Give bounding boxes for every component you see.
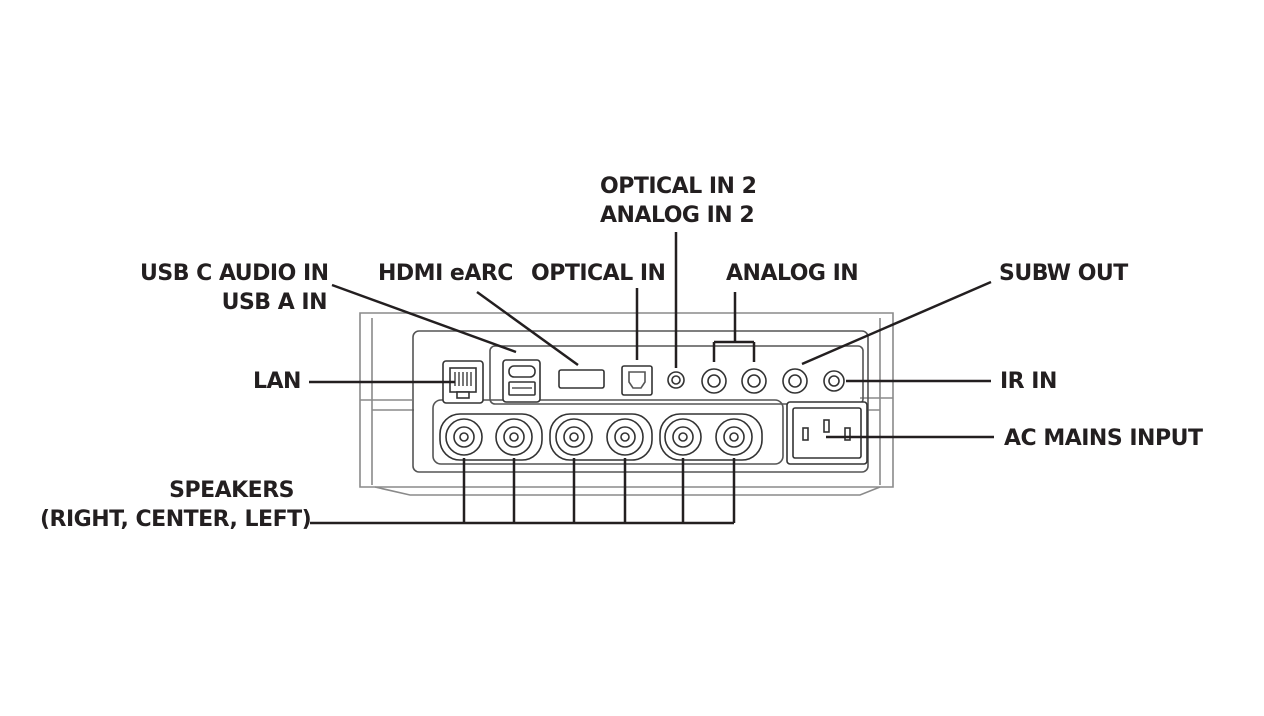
label-ac-mains-input: AC MAINS INPUT (1004, 426, 1203, 451)
label-optical-in: OPTICAL IN (531, 261, 666, 286)
optical-analog-in-2-jack (667, 371, 685, 389)
label-usb-c-audio-in: USB C AUDIO IN (140, 261, 329, 286)
ir-in-jack (823, 370, 845, 392)
label-usb-a-in: USB A IN (221, 290, 328, 315)
label-lan: LAN (253, 369, 301, 394)
leader-speakers (310, 458, 736, 525)
label-subw-out: SUBW OUT (999, 261, 1128, 286)
speaker-terminals (439, 413, 763, 461)
label-optical-in-2: OPTICAL IN 2 (600, 174, 757, 199)
leader-hdmi (476, 290, 579, 367)
label-speakers-channels: (RIGHT, CENTER, LEFT) (40, 507, 312, 532)
label-analog-in-2: ANALOG IN 2 (600, 203, 755, 228)
leader-analog-in (712, 292, 756, 362)
usb-ports (502, 359, 541, 403)
label-speakers: SPEAKERS (RIGHT, CENTER, LEFT) (40, 476, 312, 534)
label-usb: USB C AUDIO IN USB A IN (140, 259, 329, 317)
label-ir-in: IR IN (1000, 369, 1057, 394)
leader-usb (331, 283, 517, 354)
optical-port (621, 365, 653, 396)
label-analog-in: ANALOG IN (726, 261, 859, 286)
ac-mains-socket (786, 401, 868, 465)
subwoofer-out-jack (782, 368, 808, 394)
label-speakers-title: SPEAKERS (169, 478, 294, 503)
label-optical-analog-in-2: OPTICAL IN 2 ANALOG IN 2 (600, 172, 757, 230)
analog-in-jacks (701, 368, 767, 394)
leader-subw-out (801, 280, 992, 366)
leader-lines (309, 232, 994, 525)
hdmi-port (558, 369, 605, 389)
label-hdmi-earc: HDMI eARC (378, 261, 513, 286)
